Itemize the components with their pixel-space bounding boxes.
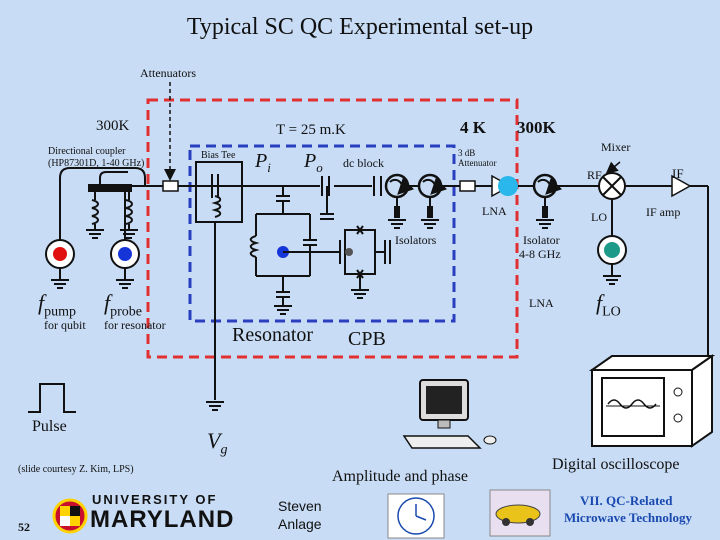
if-amp-label: IF amp [646,205,681,219]
course-label-2: Microwave Technology [564,510,692,525]
coupler-label-2: (HP87301D, 1-40 GHz) [48,158,145,169]
car-image [489,489,551,537]
university-top-label: UNIVERSITY OF [92,492,218,507]
for-qubit-label: for qubit [44,318,86,332]
inductor-icon [125,199,133,225]
rf-label: RF [587,168,602,182]
isolator-label-1: Isolator [523,233,560,247]
maryland-seal-icon [52,498,88,534]
po-label: Po [304,150,323,175]
lna-top-label: LNA [482,204,507,218]
circulator-icon [532,173,558,199]
lo-label: LO [591,210,607,224]
clock-image [387,493,445,539]
lna-bottom-label: LNA [529,296,554,310]
slide-number: 52 [18,520,30,534]
if-label: IF [672,166,684,181]
temp-300k-right-label: 300K [517,118,556,137]
coupler-label-1: Directional coupler [48,146,126,157]
inductor-icon [211,195,222,218]
stage-25mk-box [188,144,456,323]
inductor-icon [249,235,260,258]
temp-4k-label: 4 K [460,118,486,137]
author-label-2: Anlage [278,516,322,532]
attenuator-3db [459,180,476,192]
for-resonator-label: for resonator [104,318,166,332]
page-title: Typical SC QC Experimental set-up [186,14,534,40]
bias-tee [195,161,243,223]
pulse-label: Pulse [32,418,67,435]
circulator-icon [384,173,410,199]
amplitude-phase-label: Amplitude and phase [332,468,468,485]
author-label-1: Steven [278,498,322,514]
directional-coupler [59,167,146,242]
pulse-shape [28,383,76,413]
atten-3db-label-2: Attenuator [458,158,497,168]
fpump-label: fpump [38,290,77,320]
oscilloscope-icon [588,354,716,448]
lna-node [498,176,518,196]
course-label-1: VII. QC-Related [580,493,673,508]
fprobe-label: fprobe [104,290,143,320]
bias-tee-label: Bias Tee [201,150,236,161]
digital-oscilloscope-label: Digital oscilloscope [552,456,680,473]
university-name-label: MARYLAND [90,506,235,533]
atten-3db-label-1: 3 dB [458,148,476,158]
computer-icon [402,379,497,449]
dc-block-label: dc block [343,156,384,170]
isolator-label-2: 4-8 GHz [519,247,561,261]
attenuators-label: Attenuators [140,66,196,80]
vg-label: Vg [207,428,228,458]
temp-300k-left-label: 300K [96,118,130,134]
resonator-label: Resonator [232,324,314,346]
courtesy-label: (slide courtesy Z. Kim, LPS) [18,464,134,475]
inductor-icon [91,199,99,225]
termination-resistors [394,206,548,218]
if-amp [671,174,692,198]
temp-25mk-label: T = 25 m.K [276,122,346,138]
stage-300k-box [146,98,519,359]
flo-label: fLO [596,290,621,320]
isolators-label: Isolators [395,233,437,247]
pi-label: Pi [255,150,271,175]
attenuator-300k [162,180,179,192]
cpb-label: CPB [348,328,386,350]
mixer-label: Mixer [601,140,631,154]
circulator-icon [417,173,443,199]
